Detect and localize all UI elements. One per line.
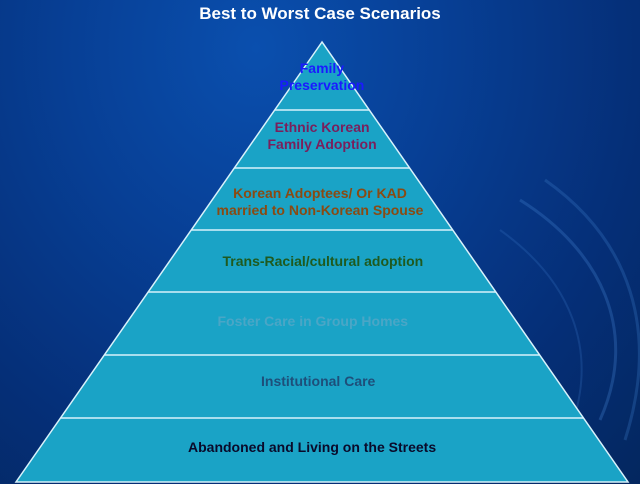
tier-label-line: Ethnic Korean (274, 119, 370, 135)
tier-label: Trans-Racial/cultural adoption (223, 253, 424, 270)
tier-label-line: Foster Care in Group Homes (217, 312, 409, 329)
tier-label-line: Family Adoption (267, 136, 377, 152)
tier-label-line: Abandoned and Living on the Streets (188, 438, 437, 455)
tier-label-line: Institutional Care (261, 372, 376, 389)
tier-label-line: married to Non-Korean Spouse (216, 202, 424, 218)
tier-label: Abandoned and Living on the Streets (188, 439, 436, 456)
tier-label: Foster Care in Group Homes (218, 313, 409, 330)
diagram-title: Best to Worst Case Scenarios (199, 4, 441, 23)
tier-label-line: Trans-Racial/cultural adoption (222, 252, 424, 269)
pyramid-body (14, 40, 630, 483)
tier-label-line: Preservation (279, 77, 365, 93)
tier-label: Institutional Care (261, 373, 375, 390)
tier-label-line: Family (299, 60, 345, 76)
tier-label-line: Korean Adoptees/ Or KAD (233, 185, 407, 201)
